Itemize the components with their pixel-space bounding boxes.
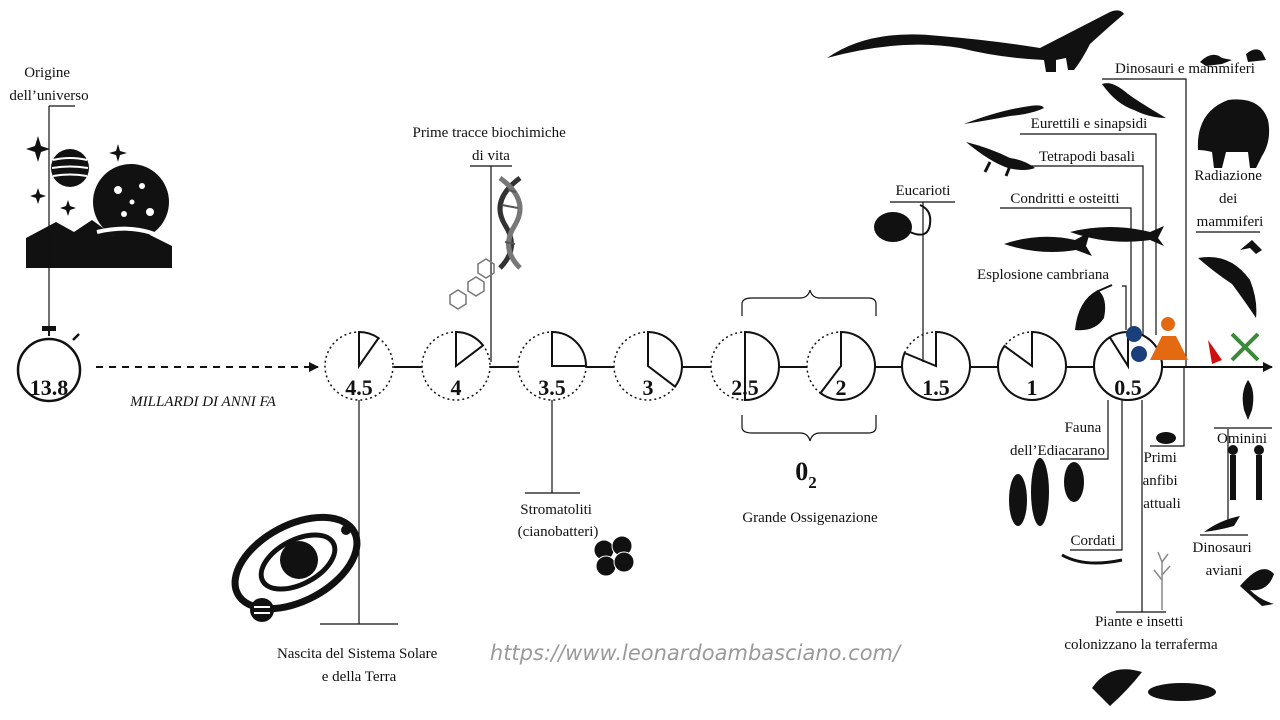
fish-icon <box>1004 226 1164 256</box>
clock-label: 4 <box>451 375 462 400</box>
mammoth-icon <box>1197 99 1270 168</box>
clock-label: 4.5 <box>345 375 373 400</box>
sauropod-icon <box>827 10 1266 72</box>
ediacaran-label: Fauna dell’Ediacarano <box>1010 420 1105 459</box>
cyanobacteria-icon <box>593 535 635 577</box>
clock-label: 3 <box>643 375 654 400</box>
clock-3-5: 3.5 <box>517 330 588 401</box>
cooling-event-icon <box>1126 326 1147 362</box>
clock-4: 4 <box>421 330 491 401</box>
clock-label: 3.5 <box>538 375 566 400</box>
land-colonization-label: Piante e insetti colonizzano la terrafer… <box>1064 614 1218 653</box>
clock-label: 2 <box>836 375 847 400</box>
meteor-icon <box>1208 340 1222 364</box>
clock-label: 0.5 <box>1114 375 1142 400</box>
solar-label: Nascita del Sistema Solare e della Terra <box>277 646 441 685</box>
clock-1: 1 <box>997 330 1067 401</box>
clock-1-5: 1.5 <box>901 330 972 401</box>
lower-brace <box>741 415 877 442</box>
dinos-mammals-label: Dinosauri e mammiferi <box>1115 61 1255 77</box>
ediacaran-icon <box>1009 458 1084 526</box>
stromatolites-label: Stromatoliti (cianobatteri) <box>518 502 599 540</box>
tetrapod-icon <box>966 142 1035 177</box>
hominins-icon <box>1228 380 1264 500</box>
mammal-radiation-label: Radiazione dei mammiferi <box>1194 168 1265 230</box>
stopwatch-icon <box>16 326 82 403</box>
clock-2: 2 <box>806 330 877 401</box>
source-url: https://www.leonardoambasciano.com/ <box>490 641 902 665</box>
eukaryotes-label: Eucarioti <box>896 183 951 199</box>
tetrapods-label: Tetrapodi basali <box>1039 149 1135 165</box>
reptile-icon <box>964 83 1166 124</box>
biochem-label: Prime tracce biochimiche di vita <box>412 125 569 164</box>
clock-3: 3 <box>613 330 683 401</box>
dolphin-bat-icon <box>1198 240 1262 318</box>
bird-icon <box>1204 516 1274 606</box>
eukaryote-icon <box>874 204 932 242</box>
solar-system-icon <box>231 513 361 622</box>
trilobite-icon <box>1075 284 1113 331</box>
clock-4-5: 4.5 <box>324 330 394 401</box>
tools-icon <box>1230 332 1260 362</box>
clock-0-5: 0.5 <box>1093 330 1164 401</box>
cambrian-label: Esplosione cambriana <box>977 267 1109 283</box>
origin-label: Origine dell’universo <box>9 65 88 104</box>
o2-symbol: 02 <box>795 457 817 492</box>
chordate-icon <box>1061 553 1123 565</box>
dna-icon <box>449 175 523 310</box>
chordates-label: Cordati <box>1071 533 1116 549</box>
clock-label: 1.5 <box>922 375 950 400</box>
amphibians-label: Primi anfibi attuali <box>1143 450 1182 512</box>
clock-label: 2.5 <box>731 375 759 400</box>
avian-label: Dinosauri aviani <box>1193 540 1256 579</box>
fish-label: Condritti e osteitti <box>1010 191 1119 207</box>
reptiles-label: Eurettili e sinapsidi <box>1031 116 1148 132</box>
universe-origin-icon <box>26 136 172 268</box>
clock-label: 1 <box>1027 375 1038 400</box>
volcano-icon <box>1150 317 1188 360</box>
oxygenation-label: Grande Ossigenazione <box>742 510 878 526</box>
axis-label: MILLARDI DI ANNI FA <box>129 394 277 410</box>
fern-insect-icon <box>1092 669 1216 706</box>
plant-icon <box>1153 551 1171 610</box>
upper-brace <box>741 289 877 316</box>
frog-icon <box>1156 432 1176 444</box>
clock-2-5: 2.5 <box>710 330 780 402</box>
start-value: 13.8 <box>30 375 69 400</box>
hominins-label: Ominini <box>1217 431 1267 447</box>
